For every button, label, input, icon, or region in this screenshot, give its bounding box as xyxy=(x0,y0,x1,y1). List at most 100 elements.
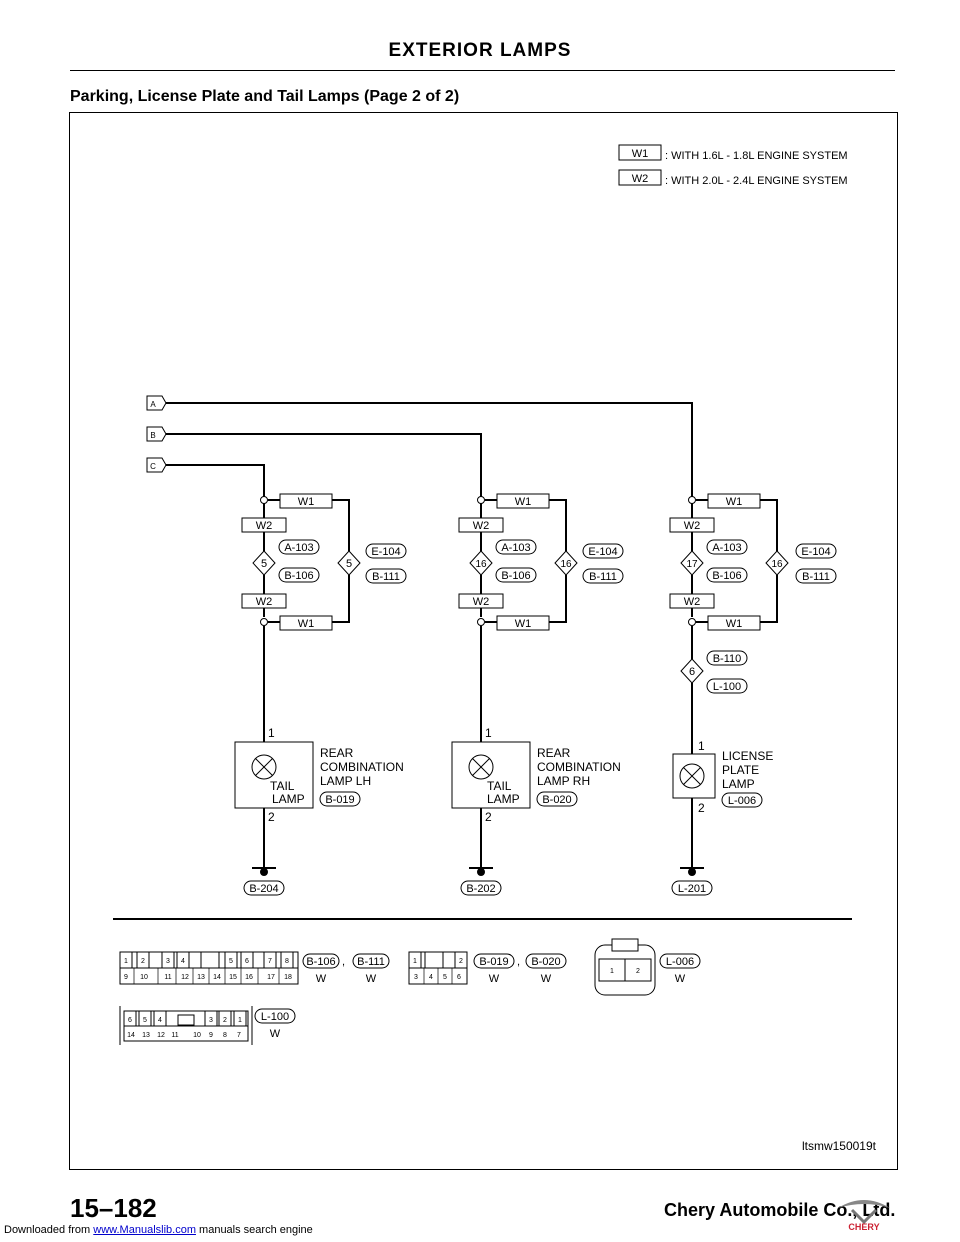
section-title: EXTERIOR LAMPS xyxy=(388,40,572,61)
svg-text:1: 1 xyxy=(413,958,417,965)
lh-pin-w2: 5 xyxy=(261,558,267,570)
splice-bot-lh xyxy=(260,618,268,626)
lh-top-w2: W2 xyxy=(256,520,273,532)
lh-conn-a103: A-103 xyxy=(284,542,313,554)
rh-conn-b111: B-111 xyxy=(589,571,617,583)
input-wires xyxy=(166,402,693,498)
cv2-color-b: W xyxy=(541,973,552,985)
connector-view-b106-b111: 1 2 3 4 5 6 7 8 9 10 11 12 13 14 15 16 1… xyxy=(119,951,299,985)
lh-lamp-box xyxy=(234,741,314,809)
svg-text:15: 15 xyxy=(229,974,237,981)
svg-text:2: 2 xyxy=(141,958,145,965)
svg-text:4: 4 xyxy=(158,1017,162,1024)
svg-text:4: 4 xyxy=(429,974,433,981)
input-c-label: C xyxy=(150,462,156,471)
input-b-label: B xyxy=(150,431,155,440)
svg-text:3: 3 xyxy=(166,958,170,965)
svg-text:14: 14 xyxy=(213,974,221,981)
rh-conn-e104: E-104 xyxy=(588,546,617,558)
cv4-label: L-100 xyxy=(261,1011,289,1023)
svg-text:12: 12 xyxy=(181,974,189,981)
circuit-lh: W1 W2 5 5 A-103 B-106 E-104 B-111 W2 W1 … xyxy=(234,493,407,896)
svg-text:14: 14 xyxy=(127,1032,135,1039)
legend: W1 : WITH 1.6L - 1.8L ENGINE SYSTEM W2 :… xyxy=(618,144,848,187)
lic-pin-top: 1 xyxy=(698,739,705,753)
svg-text:17: 17 xyxy=(267,974,275,981)
lic-conn-e104: E-104 xyxy=(801,546,830,558)
svg-text:9: 9 xyxy=(124,974,128,981)
lh-bot-w1: W1 xyxy=(298,618,315,630)
lh-pin-w1: 5 xyxy=(346,558,352,570)
rh-lamp-inner-1: TAIL xyxy=(487,779,512,793)
lic-conn-b111: B-111 xyxy=(802,571,830,583)
cv2-label-a: B-019 xyxy=(479,956,508,968)
svg-text:18: 18 xyxy=(284,974,292,981)
lic-lamp-conn: L-006 xyxy=(728,795,756,807)
svg-text:1: 1 xyxy=(124,958,128,965)
svg-text:1: 1 xyxy=(238,1017,242,1024)
lic-conn-b110: B-110 xyxy=(713,653,742,665)
splice-top-lh xyxy=(260,496,268,504)
rh-pin-top: 1 xyxy=(485,726,492,740)
svg-text:5: 5 xyxy=(443,974,447,981)
lh-pin-bot: 2 xyxy=(268,810,275,824)
diagram-frame xyxy=(69,112,898,1170)
rh-bot-w2: W2 xyxy=(473,596,490,608)
lic-lamp-label-2: PLATE xyxy=(722,763,759,777)
header-rule xyxy=(70,70,895,71)
rh-lamp-box xyxy=(451,741,531,809)
manualslib-link[interactable]: www.Manualslib.com xyxy=(93,1224,196,1236)
svg-text:4: 4 xyxy=(181,958,185,965)
svg-text:6: 6 xyxy=(457,974,461,981)
lic-lamp-label-3: LAMP xyxy=(722,777,755,791)
rh-ground: B-202 xyxy=(466,883,495,895)
lic-conn-l100: L-100 xyxy=(713,681,741,693)
logo-text: CHERY xyxy=(848,1222,879,1232)
rh-pin-w2: 16 xyxy=(475,559,487,570)
connector-view-b019-b020: 1 2 3 4 5 6 xyxy=(408,951,468,985)
cv1-color-a: W xyxy=(316,973,327,985)
lic-conn-a103: A-103 xyxy=(712,542,741,554)
svg-text:5: 5 xyxy=(143,1017,147,1024)
lic-ground: L-201 xyxy=(678,883,706,895)
cv2-color-a: W xyxy=(489,973,500,985)
legend-w1-code: W1 xyxy=(632,148,649,160)
svg-text:7: 7 xyxy=(268,958,272,965)
lh-conn-b106: B-106 xyxy=(284,570,313,582)
cv1-color-b: W xyxy=(366,973,377,985)
lh-ground: B-204 xyxy=(249,883,278,895)
cv1-label-a: B-106 xyxy=(306,956,335,968)
cv3-color: W xyxy=(675,973,686,985)
rh-conn-a103: A-103 xyxy=(501,542,530,554)
cv2-label-b: B-020 xyxy=(531,956,560,968)
svg-text:16: 16 xyxy=(245,974,253,981)
svg-text:5: 5 xyxy=(229,958,233,965)
svg-text:11: 11 xyxy=(164,974,171,981)
cv3-label: L-006 xyxy=(666,956,694,968)
svg-text:2: 2 xyxy=(223,1017,227,1024)
rh-lamp-label-2: COMBINATION xyxy=(537,760,621,774)
lh-lamp-label-3: LAMP LH xyxy=(320,774,371,788)
rh-lamp-conn: B-020 xyxy=(542,794,571,806)
lh-pin-top: 1 xyxy=(268,726,275,740)
svg-text:2: 2 xyxy=(459,958,463,965)
lh-lamp-label-2: COMBINATION xyxy=(320,760,404,774)
svg-text:11: 11 xyxy=(171,1032,178,1039)
legend-w2-code: W2 xyxy=(632,173,649,185)
figure-id: ltsmw150019t xyxy=(802,1139,877,1153)
download-note: Downloaded from www.Manualslib.com manua… xyxy=(4,1224,313,1236)
lic-bot-w2: W2 xyxy=(684,596,701,608)
lh-lamp-inner-2: LAMP xyxy=(272,792,305,806)
lic-bot-w1: W1 xyxy=(726,618,743,630)
rh-bot-w1: W1 xyxy=(515,618,532,630)
svg-text:9: 9 xyxy=(209,1032,213,1039)
lic-lamp-label-1: LICENSE xyxy=(722,749,773,763)
svg-text:10: 10 xyxy=(140,974,148,981)
lic-top-w1: W1 xyxy=(726,496,743,508)
circuit-license: W1 W2 17 16 A-103 B-106 E-104 B-111 W2 W… xyxy=(669,493,837,896)
cv4-color: W xyxy=(270,1028,281,1040)
input-a-flag xyxy=(146,395,167,411)
svg-text:12: 12 xyxy=(157,1032,165,1039)
input-a-label: A xyxy=(150,400,156,409)
page-number: 15–182 xyxy=(70,1193,157,1223)
